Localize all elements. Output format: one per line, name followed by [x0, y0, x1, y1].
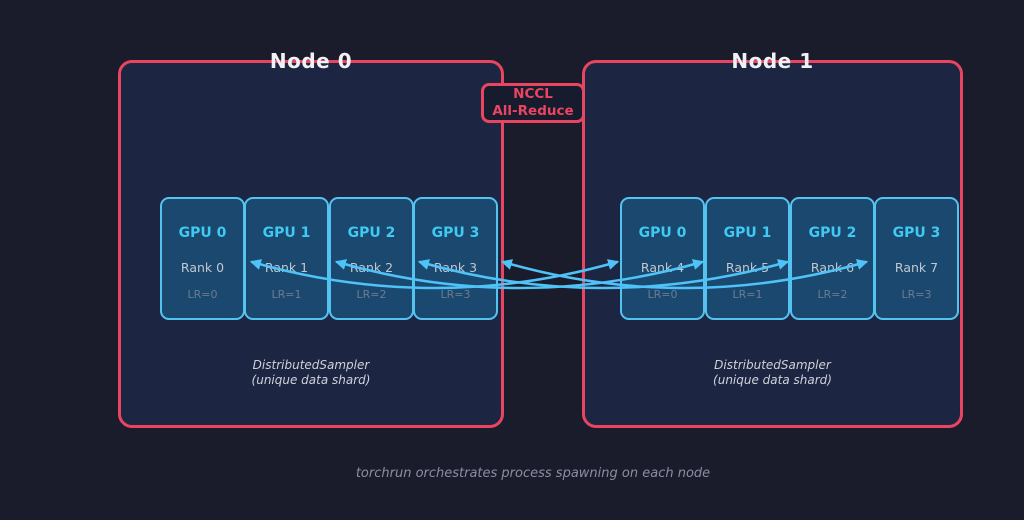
gpu-label: GPU 0 [638, 225, 687, 241]
sampler-line1: DistributedSampler [252, 358, 370, 372]
gpu-box-node1-gpu1: GPU 1 Rank 5 LR=1 [705, 197, 790, 320]
gpu-label: GPU 2 [808, 225, 857, 241]
gpu-rank: Rank 6 [810, 260, 855, 275]
gpu-label: GPU 1 [723, 225, 772, 241]
gpu-lr: LR=3 [440, 288, 471, 301]
gpu-lr: LR=1 [732, 288, 763, 301]
gpu-box-node0-gpu0: GPU 0 Rank 0 LR=0 [160, 197, 245, 320]
footer-caption: torchrun orchestrates process spawning o… [355, 466, 711, 481]
gpu-rank: Rank 3 [433, 260, 478, 275]
gpu-lr: LR=0 [187, 288, 218, 301]
gpu-label: GPU 0 [178, 225, 227, 241]
node-1-title: Node 1 [731, 49, 814, 73]
gpu-lr: LR=0 [647, 288, 678, 301]
node-0-box: Node 0 GPU 0 Rank 0 LR=0 GPU 1 Rank 1 LR… [118, 49, 504, 428]
gpu-rank: Rank 4 [640, 260, 685, 275]
gpu-box-node1-gpu0: GPU 0 Rank 4 LR=0 [620, 197, 705, 320]
sampler-line1: DistributedSampler [714, 358, 831, 372]
gpu-label: GPU 1 [262, 225, 311, 241]
gpu-box-node1-gpu2: GPU 2 Rank 6 LR=2 [790, 197, 875, 320]
gpu-box-node0-gpu3: GPU 3 Rank 3 LR=3 [413, 197, 498, 320]
sampler-line2: (unique data shard) [713, 372, 832, 387]
gpu-lr: LR=1 [271, 288, 302, 301]
gpu-label: GPU 3 [431, 225, 480, 241]
node-0-title: Node 0 [269, 49, 353, 73]
gpu-rank: Rank 1 [264, 260, 309, 275]
gpu-rank: Rank 7 [894, 260, 939, 275]
sampler-note-node0: DistributedSampler (unique data shard) [121, 358, 501, 387]
gpu-lr: LR=2 [817, 288, 848, 301]
gpu-lr: LR=3 [901, 288, 932, 301]
gpu-rank: Rank 2 [349, 260, 394, 275]
gpu-label: GPU 3 [892, 225, 941, 241]
gpu-rank: Rank 5 [725, 260, 770, 275]
gpu-box-node1-gpu3: GPU 3 Rank 7 LR=3 [874, 197, 959, 320]
nccl-line1: NCCL [513, 85, 553, 102]
gpu-label: GPU 2 [347, 225, 396, 241]
node-1-box: Node 1 GPU 0 Rank 4 LR=0 GPU 1 Rank 5 LR… [582, 49, 963, 428]
gpu-rank: Rank 0 [180, 260, 225, 275]
gpu-lr: LR=2 [356, 288, 387, 301]
sampler-line2: (unique data shard) [251, 372, 371, 387]
sampler-note-node1: DistributedSampler (unique data shard) [585, 358, 960, 387]
nccl-allreduce-box: NCCL All-Reduce [481, 83, 585, 123]
gpu-box-node0-gpu1: GPU 1 Rank 1 LR=1 [244, 197, 329, 320]
gpu-box-node0-gpu2: GPU 2 Rank 2 LR=2 [329, 197, 414, 320]
nccl-line2: All-Reduce [492, 103, 574, 119]
